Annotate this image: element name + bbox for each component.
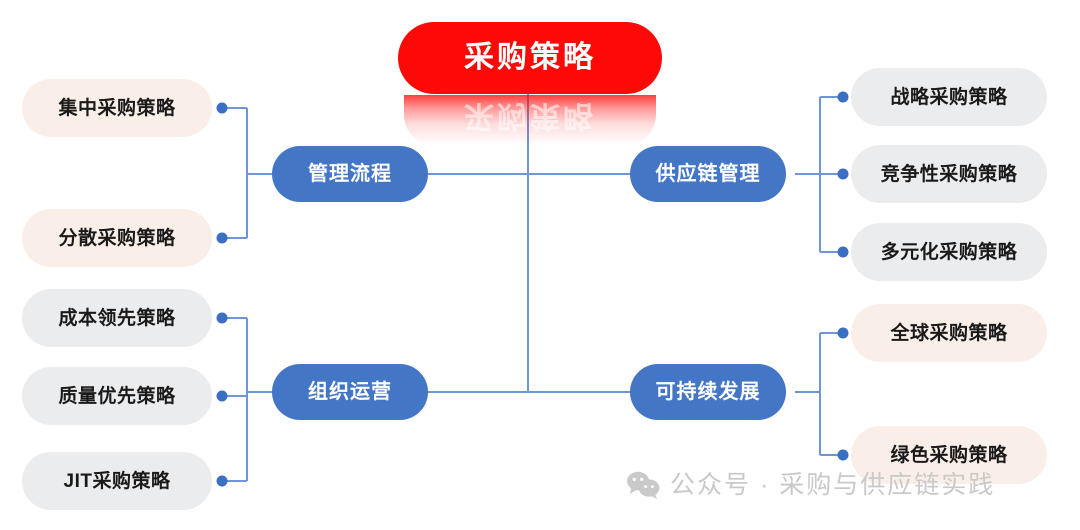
footer-text: 公众号 · 采购与供应链实践 [670, 470, 996, 499]
leaf-node-jit-procurement[interactable]: JIT采购策略 [22, 452, 212, 510]
root-reflection [404, 95, 656, 145]
branch-node-organization-operations[interactable]: 组织运营 [272, 364, 428, 420]
leaf-node-diversified-procurement[interactable]: 多元化采购策略 [851, 223, 1047, 281]
branch-label: 组织运营 [308, 381, 392, 403]
leaf-label: 战略采购策略 [890, 86, 1008, 108]
leaf-label: 竞争性采购策略 [880, 163, 1018, 185]
leaf-label: 多元化采购策略 [880, 241, 1018, 263]
leaf-label: JIT采购策略 [63, 470, 171, 492]
leaf-node-global-procurement[interactable]: 全球采购策略 [851, 304, 1047, 362]
branch-label: 可持续发展 [655, 381, 761, 403]
branch-label: 管理流程 [308, 163, 392, 185]
leaf-node-quality-first[interactable]: 质量优先策略 [22, 367, 212, 425]
root-node[interactable]: 采购策略 [398, 22, 662, 94]
root-reflection-label: 采购策略 [464, 99, 596, 132]
leaf-label: 质量优先策略 [58, 385, 176, 407]
leaf-node-cost-leadership[interactable]: 成本领先策略 [22, 289, 212, 347]
leaf-node-centralized-procurement[interactable]: 集中采购策略 [22, 79, 212, 137]
wechat-icon [627, 471, 660, 499]
leaf-node-decentralized-procurement[interactable]: 分散采购策略 [22, 209, 212, 267]
leaf-label: 全球采购策略 [890, 322, 1008, 344]
branch-node-management-process[interactable]: 管理流程 [272, 146, 428, 202]
root-node-wrapper: 采购策略 采购策略 [398, 22, 662, 145]
branch-node-supply-chain-management[interactable]: 供应链管理 [630, 146, 786, 202]
leaf-label: 分散采购策略 [58, 227, 176, 249]
leaf-node-green-procurement[interactable]: 绿色采购策略 [851, 426, 1047, 484]
branch-node-sustainable-development[interactable]: 可持续发展 [630, 364, 786, 420]
leaf-node-competitive-procurement[interactable]: 竞争性采购策略 [851, 145, 1047, 203]
footer-watermark: 公众号 · 采购与供应链实践 [626, 470, 995, 500]
leaf-label: 成本领先策略 [58, 307, 176, 329]
leaf-label: 绿色采购策略 [890, 444, 1008, 466]
branch-label: 供应链管理 [655, 163, 761, 185]
root-node-label: 采购策略 [464, 41, 596, 74]
leaf-node-strategic-procurement[interactable]: 战略采购策略 [851, 68, 1047, 126]
leaf-label: 集中采购策略 [58, 97, 176, 119]
